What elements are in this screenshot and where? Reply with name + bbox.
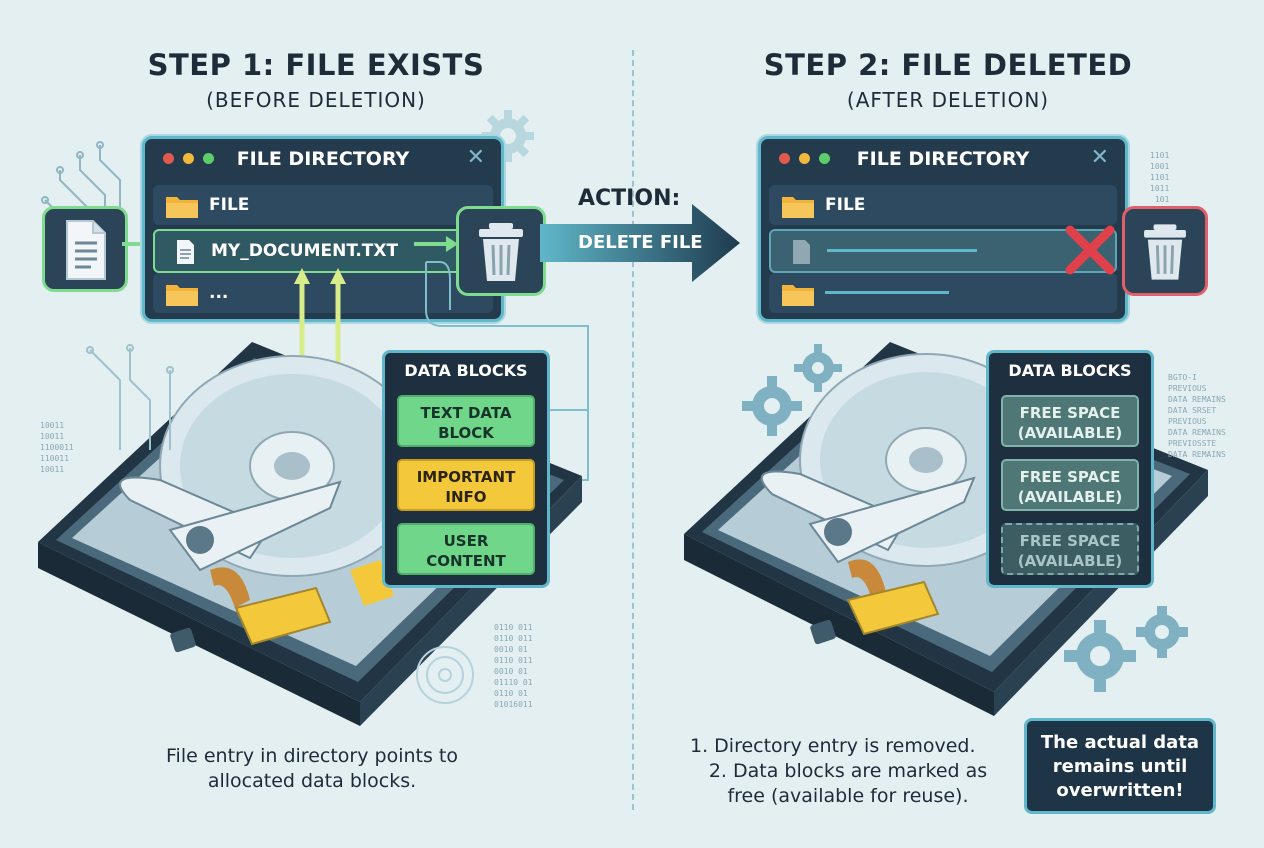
circuit-decoration-left-lower: [86, 344, 174, 450]
file-directory-window-right: FILE DIRECTORY ✕ FILE: [758, 136, 1128, 322]
caption-left: File entry in directory points to alloca…: [166, 745, 458, 792]
trash-bin-right[interactable]: [1122, 206, 1208, 296]
data-block-user-content[interactable]: USER CONTENT: [397, 523, 535, 575]
gears-icon: [742, 344, 842, 436]
directory-row-folder[interactable]: FILE: [769, 185, 1117, 225]
gears-icon-bottom: [1064, 606, 1188, 692]
step1-title: STEP 1: FILE EXISTS: [147, 48, 485, 82]
action-text: DELETE FILE: [578, 232, 703, 253]
data-blocks-panel-right: DATA BLOCKS FREE SPACE (AVAILABLE) FREE …: [986, 350, 1154, 588]
folder-icon: [166, 285, 198, 306]
note-box: The actual data remains until overwritte…: [1024, 718, 1216, 814]
row-label: ...: [209, 283, 229, 303]
trash-bin-left[interactable]: [456, 206, 546, 296]
directory-row-document[interactable]: MY_DOCUMENT.TXT: [153, 229, 493, 273]
caption-right-line1: 1. Directory entry is removed.: [690, 735, 976, 757]
close-icon[interactable]: ✕: [466, 145, 485, 170]
data-block-free-faded[interactable]: FREE SPACE (AVAILABLE): [1001, 523, 1139, 575]
data-block-free[interactable]: FREE SPACE (AVAILABLE): [1001, 459, 1139, 511]
window-title: FILE DIRECTORY: [856, 148, 1030, 170]
row-label: FILE: [825, 195, 866, 215]
caption-right-line2: 2. Data blocks are marked as free (avail…: [708, 760, 988, 807]
file-directory-window-left: FILE DIRECTORY ✕ FILE MY_DOCUMENT.TXT ..…: [142, 136, 504, 322]
action-arrow: [540, 204, 740, 282]
data-blocks-panel-left: DATA BLOCKS TEXT DATA BLOCK IMPORTANT IN…: [382, 350, 550, 588]
close-icon[interactable]: ✕: [1090, 145, 1109, 170]
removed-entry-line: [827, 249, 977, 252]
data-block-text[interactable]: TEXT DATA BLOCK: [397, 395, 535, 447]
directory-row-removed[interactable]: [769, 229, 1117, 273]
step2-subtitle: (AFTER DELETION): [846, 88, 1050, 112]
directory-row-empty[interactable]: [769, 273, 1117, 313]
data-blocks-title: DATA BLOCKS: [1008, 361, 1132, 380]
document-icon-faded: [793, 240, 810, 264]
action-label: ACTION:: [578, 186, 681, 211]
row-label: MY_DOCUMENT.TXT: [211, 241, 399, 261]
step1-subtitle: (BEFORE DELETION): [206, 88, 426, 112]
circuit-decoration-bottom: [416, 646, 474, 704]
step2-title: STEP 2: FILE DELETED: [763, 48, 1133, 82]
arrow-to-trash: [414, 236, 458, 252]
folder-icon: [782, 197, 814, 218]
directory-row-more[interactable]: ...: [153, 273, 493, 313]
data-block-important[interactable]: IMPORTANT INFO: [397, 459, 535, 511]
row-label: FILE: [209, 195, 250, 215]
trash-icon: [479, 223, 523, 281]
window-title: FILE DIRECTORY: [236, 148, 410, 170]
document-icon: [42, 206, 128, 292]
directory-row-folder[interactable]: FILE: [153, 185, 493, 225]
delete-x-icon: [1065, 225, 1115, 275]
data-blocks-title: DATA BLOCKS: [404, 361, 528, 380]
empty-entry-line: [825, 291, 949, 294]
folder-icon: [782, 285, 814, 306]
document-icon: [177, 240, 194, 264]
folder-icon: [166, 197, 198, 218]
trash-icon: [1144, 224, 1186, 280]
divider: [632, 50, 634, 810]
data-block-free[interactable]: FREE SPACE (AVAILABLE): [1001, 395, 1139, 447]
